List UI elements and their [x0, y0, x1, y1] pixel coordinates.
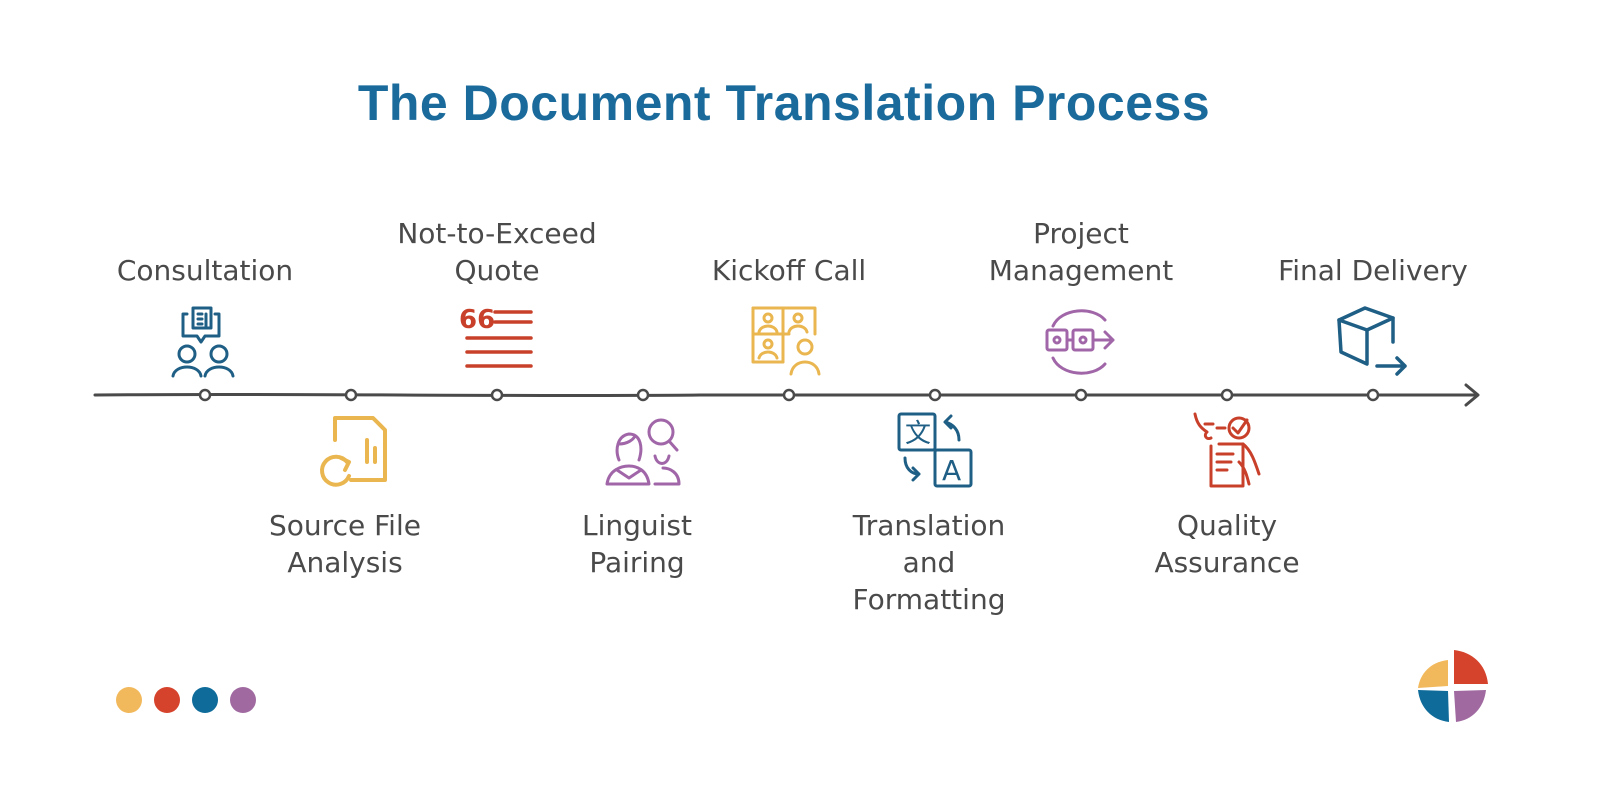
- svg-text:文: 文: [905, 419, 931, 449]
- step-label-line: Formatting: [852, 583, 1006, 616]
- step-label-kickoff-call: Kickoff Call: [669, 252, 909, 289]
- step-label-line: Translation: [852, 509, 1006, 542]
- step-label-line: Kickoff Call: [711, 254, 867, 287]
- step-label-line: Quote: [454, 254, 540, 287]
- step-label-consultation: Consultation: [85, 252, 325, 289]
- quote-icon: 66: [457, 302, 537, 382]
- step-label-line: and: [902, 546, 956, 579]
- step-label-not-to-exceed-quote: Not-to-Exceed Quote: [377, 215, 617, 289]
- step-label-final-delivery: Final Delivery: [1253, 252, 1493, 289]
- color-dots: [116, 687, 256, 713]
- file-analysis-icon: [311, 410, 391, 490]
- page-title: The Document Translation Process: [357, 75, 1211, 131]
- package-delivery-icon: [1333, 302, 1413, 382]
- translate-icon: 文 A: [895, 410, 975, 490]
- step-label-translation-and-formatting: Translation and Formatting: [809, 507, 1049, 618]
- step-label-quality-assurance: Quality Assurance: [1107, 507, 1347, 581]
- step-label-line: Source File: [269, 509, 421, 542]
- timeline-node-2: [344, 388, 358, 402]
- workflow-icon: [1041, 302, 1121, 382]
- timeline-line: [93, 392, 1478, 398]
- checklist-icon: [1187, 410, 1267, 490]
- timeline-node-8: [1220, 388, 1234, 402]
- video-call-icon: [749, 302, 829, 382]
- linguist-search-icon: [603, 410, 683, 490]
- svg-text:66: 66: [459, 305, 495, 335]
- timeline-arrowhead: [1464, 383, 1480, 407]
- step-label-source-file-analysis: Source File Analysis: [225, 507, 465, 581]
- step-label-line: Assurance: [1154, 546, 1300, 579]
- brand-logo-icon: [1418, 650, 1488, 722]
- dot-blue: [192, 687, 218, 713]
- timeline-node-5: [782, 388, 796, 402]
- step-label-linguist-pairing: Linguist Pairing: [517, 507, 757, 581]
- step-label-line: Not-to-Exceed: [397, 217, 597, 250]
- timeline-node-4: [636, 388, 650, 402]
- step-label-line: Final Delivery: [1278, 254, 1468, 287]
- step-label-line: Quality: [1176, 509, 1278, 542]
- timeline-node-9: [1366, 388, 1380, 402]
- step-label-line: Pairing: [589, 546, 685, 579]
- dot-red: [154, 687, 180, 713]
- dot-purple: [230, 687, 256, 713]
- dot-yellow: [116, 687, 142, 713]
- step-label-line: Analysis: [287, 546, 403, 579]
- step-label-line: Management: [988, 254, 1174, 287]
- step-label-line: Project: [1033, 217, 1129, 250]
- timeline-node-1: [198, 388, 212, 402]
- timeline-node-7: [1074, 388, 1088, 402]
- svg-text:A: A: [942, 454, 961, 487]
- timeline-node-6: [928, 388, 942, 402]
- step-label-project-management: Project Management: [961, 215, 1201, 289]
- step-label-line: Consultation: [116, 254, 294, 287]
- consultation-chat-icon: [165, 302, 245, 382]
- timeline-node-3: [490, 388, 504, 402]
- step-label-line: Linguist: [582, 509, 692, 542]
